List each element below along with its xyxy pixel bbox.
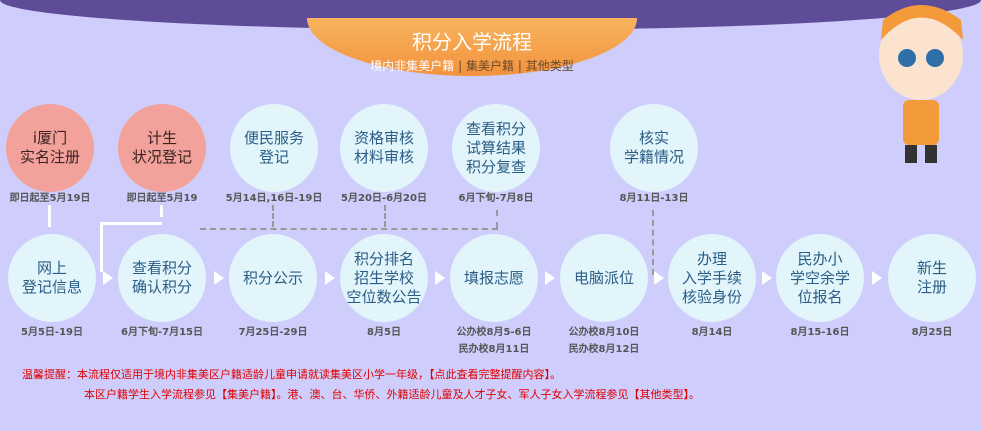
bottom-step-date: 8月5日 bbox=[367, 327, 401, 338]
bottom-step[interactable]: 积分排名 招生学校 空位数公告 bbox=[340, 234, 428, 322]
arrow-right-icon bbox=[324, 271, 335, 285]
top-step-date: 即日起至5月19 bbox=[126, 193, 198, 204]
connector-line bbox=[200, 228, 498, 230]
bottom-step-date: 5月5日-19日 bbox=[21, 327, 83, 338]
bottom-step[interactable]: 新生 注册 bbox=[888, 234, 976, 322]
arrow-right-icon bbox=[435, 271, 445, 285]
connector-line bbox=[384, 205, 386, 227]
bottom-step[interactable]: 民办小 学空余学 位报名 bbox=[776, 234, 864, 322]
connector-line bbox=[652, 210, 654, 275]
reminder-line-1[interactable]: 温馨提醒：本流程仅适用于境内非集美区户籍适龄儿童申请就读集美区小学一年级，【点此… bbox=[22, 368, 561, 381]
arrow-right-icon bbox=[872, 271, 882, 285]
mascot-illustration bbox=[879, 5, 963, 163]
top-step-date: 5月20日-6月20日 bbox=[341, 193, 427, 204]
separator: | bbox=[458, 59, 463, 73]
top-step-date: 5月14日,16日-19日 bbox=[225, 193, 323, 204]
reminder-line-2[interactable]: 本区户籍学生入学流程参见【集美户籍】。港、澳、台、华侨、外籍适龄儿童及人才子女、… bbox=[84, 388, 700, 401]
bottom-step[interactable]: 积分公示 bbox=[229, 234, 317, 322]
bottom-step[interactable]: 网上 登记信息 bbox=[8, 234, 96, 322]
connector-line bbox=[48, 205, 51, 227]
top-step[interactable]: 便民服务 登记 bbox=[230, 104, 318, 192]
top-step[interactable]: 核实 学籍情况 bbox=[610, 104, 698, 192]
separator: | bbox=[517, 59, 522, 73]
connector-line bbox=[160, 205, 163, 217]
tab-other[interactable]: 其他类型 bbox=[525, 59, 574, 73]
tab-jingnei[interactable]: 境内非集美户籍 bbox=[370, 59, 455, 73]
top-step[interactable]: 资格审核 材料审核 bbox=[340, 104, 428, 192]
top-step[interactable]: 计生 状况登记 bbox=[118, 104, 206, 192]
page-title: 积分入学流程 bbox=[412, 30, 532, 54]
top-step[interactable]: 查看积分 试算结果 积分复查 bbox=[452, 104, 540, 192]
arrow-right-icon bbox=[213, 271, 224, 285]
bottom-step-date: 8月25日 bbox=[911, 327, 953, 338]
connector-line bbox=[272, 205, 274, 227]
bottom-step[interactable]: 查看积分 确认积分 bbox=[118, 234, 206, 322]
top-step-date: 即日起至5月19日 bbox=[9, 193, 91, 204]
connector-line bbox=[100, 222, 103, 272]
arrow-right-icon bbox=[103, 271, 113, 285]
top-step-date: 8月11日-13日 bbox=[619, 193, 689, 204]
bottom-step-date: 8月15-16日 bbox=[790, 327, 850, 338]
connector-line bbox=[496, 210, 498, 228]
connector-line bbox=[100, 222, 162, 225]
arrow-right-icon bbox=[654, 271, 664, 285]
bottom-step-date: 6月下旬-7月15日 bbox=[121, 327, 203, 338]
bottom-step[interactable]: 电脑派位 bbox=[560, 234, 648, 322]
title-banner: 积分入学流程 境内非集美户籍 | 集美户籍 | 其他类型 bbox=[307, 18, 637, 76]
bottom-step-date: 公办校8月5-6日 民办校8月11日 bbox=[456, 327, 532, 355]
bottom-step-date: 7月25日-29日 bbox=[238, 327, 308, 338]
bottom-step[interactable]: 办理 入学手续 核验身份 bbox=[668, 234, 756, 322]
arrow-right-icon bbox=[545, 271, 555, 285]
top-step[interactable]: i厦门 实名注册 bbox=[6, 104, 94, 192]
arrow-right-icon bbox=[762, 271, 772, 285]
tab-jimei[interactable]: 集美户籍 bbox=[465, 59, 514, 73]
bottom-step-date: 8月14日 bbox=[691, 327, 733, 338]
bottom-step-date: 公办校8月10日 民办校8月12日 bbox=[568, 327, 640, 355]
top-step-date: 6月下旬-7月8日 bbox=[458, 193, 534, 204]
bottom-step[interactable]: 填报志愿 bbox=[450, 234, 538, 322]
